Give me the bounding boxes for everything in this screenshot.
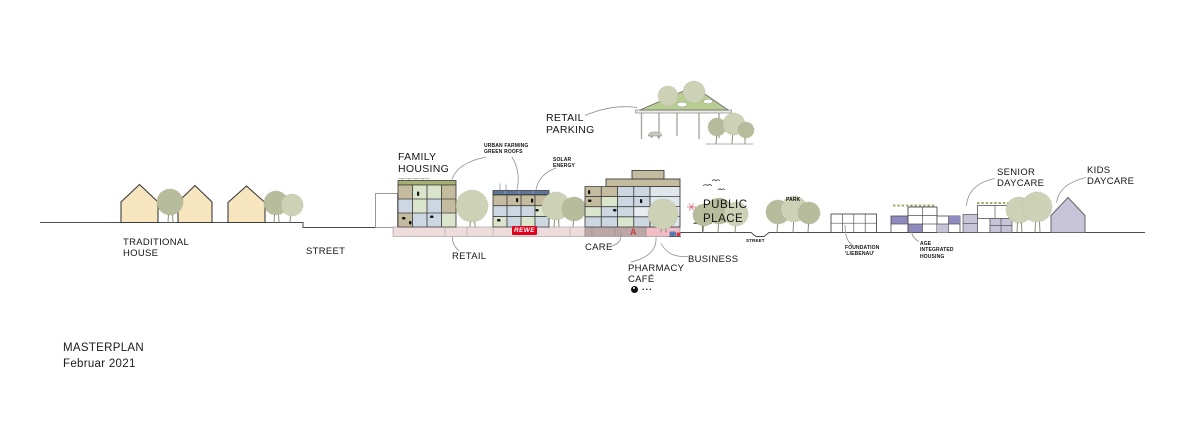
label-family-housing: FAMILY HOUSING: [398, 151, 450, 176]
label-senior-daycare: SENIOR DAYCARE: [997, 167, 1045, 190]
retail-band: [392, 226, 586, 237]
skylight: [676, 101, 688, 108]
label-pharmacy-cafe: PHARMACY CAFÉ: [628, 263, 685, 286]
public-place-scene: [687, 179, 749, 233]
label-solar-energy: SOLAR ENERGY: [553, 157, 576, 170]
parked-car: [669, 231, 681, 237]
cafe-icon: [631, 286, 638, 293]
trees-left: [156, 188, 304, 223]
trees-mid: [541, 191, 587, 228]
label-age-integrated-housing: AGE INTEGRATED HOUSING: [920, 241, 954, 260]
roof-tree: [682, 80, 706, 104]
figures: [588, 190, 643, 212]
label-foundation: FOUNDATION 'LIEBENAU': [845, 245, 880, 258]
trees-right: [1005, 191, 1053, 233]
label-retail-parking: RETAIL PARKING: [546, 112, 595, 137]
label-care: CARE: [585, 242, 613, 253]
label-business: BUSINESS: [688, 254, 739, 265]
label-kids-daycare: KIDS DAYCARE: [1087, 165, 1135, 188]
car-under-parking: [647, 131, 663, 138]
label-park: PARK: [786, 197, 801, 203]
family-housing-building-1: [397, 178, 457, 228]
page-title: MASTERPLAN: [63, 342, 144, 354]
senior-daycare-building: [962, 202, 1013, 233]
label-retail: RETAIL: [452, 251, 487, 262]
figures: [402, 191, 434, 225]
public-place-icon: [687, 203, 696, 211]
age-integrated-building: [890, 204, 961, 233]
traditional-house-3: [227, 185, 266, 224]
skylight: [703, 99, 713, 104]
title-block: MASTERPLAN Februar 2021: [63, 340, 144, 372]
label-traditional-house: TRADITIONAL HOUSE: [123, 237, 190, 260]
park-trees: [765, 195, 821, 233]
tree: [647, 198, 679, 233]
figures: [497, 198, 539, 222]
label-public-place: PUBLIC PLACE: [703, 199, 748, 225]
foundation-building: [830, 213, 877, 233]
kids-daycare-house: [1050, 196, 1086, 233]
outline-building: [375, 193, 398, 228]
label-street: STREET: [306, 246, 346, 257]
pharmacy-a-sign: A: [630, 227, 637, 237]
traditional-house-1: [120, 183, 159, 224]
rewe-sign: REWE: [512, 226, 537, 235]
roof-tree: [657, 85, 679, 107]
birds: [702, 179, 726, 191]
care-business-building: [584, 170, 681, 237]
leader-lines: [451, 106, 1087, 263]
label-urban-farming: URBAN FARMING GREEN ROOFS: [484, 143, 529, 156]
label-cafe-more: ...: [642, 282, 653, 292]
retail-parking-structure: [635, 80, 755, 145]
page-date: Februar 2021: [63, 358, 136, 371]
green-roof: [397, 180, 457, 186]
traditional-house-2: [177, 184, 213, 224]
traditional-houses: [120, 183, 266, 224]
label-street-underpass: STREET: [746, 238, 765, 243]
rewe-building: [492, 183, 550, 228]
tree: [455, 189, 489, 228]
solar-roof: [492, 190, 550, 195]
